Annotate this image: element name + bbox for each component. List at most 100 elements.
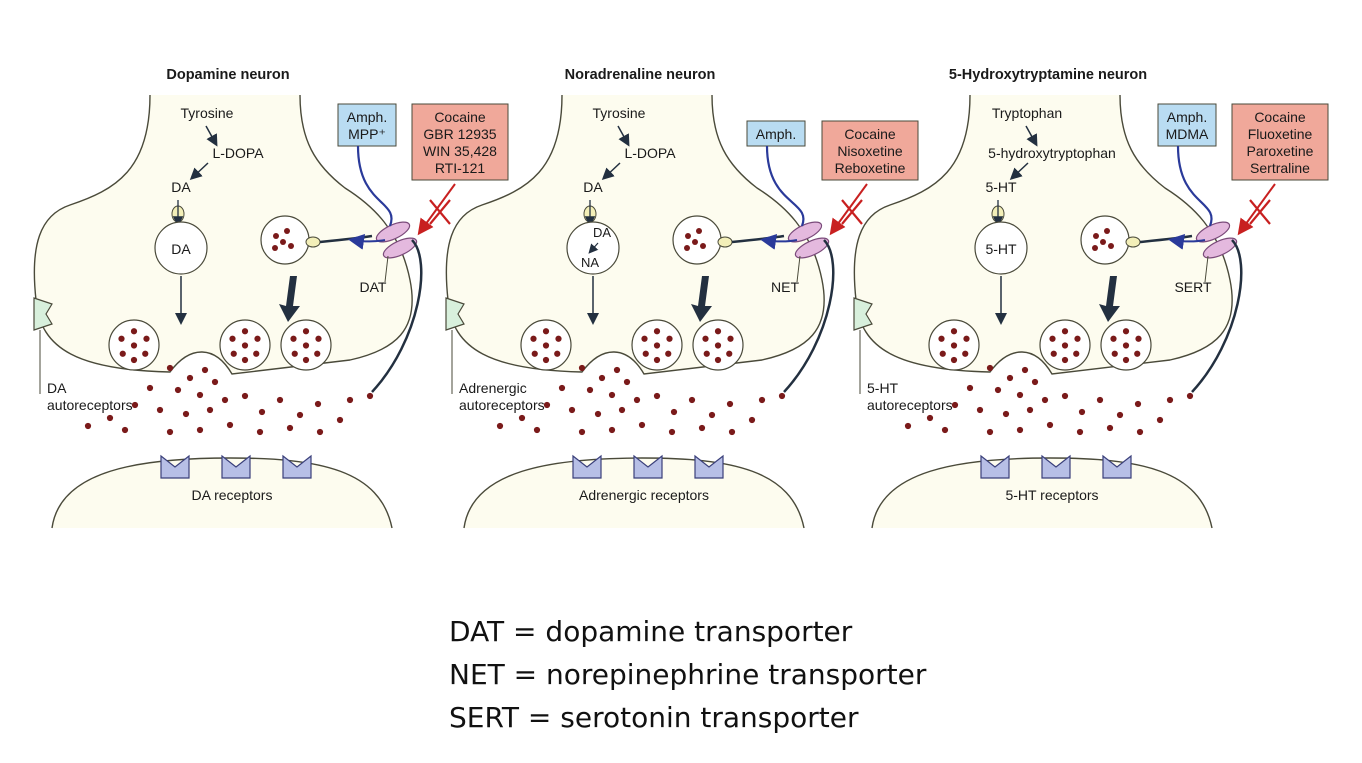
- released-transmitter-dot: [146, 384, 154, 392]
- released-transmitter-dot: [1041, 396, 1049, 404]
- released-transmitter-dot: [670, 408, 678, 416]
- transmitter-dot: [963, 335, 970, 342]
- transmitter-dot: [241, 342, 249, 349]
- transmitter-dot: [531, 350, 538, 357]
- released-transmitter-dot: [1166, 396, 1174, 404]
- blocker-label: Sertraline: [1250, 160, 1310, 176]
- transmitter-dot: [1104, 228, 1110, 234]
- released-transmitter-dot: [211, 378, 219, 386]
- released-transmitter-dot: [121, 426, 129, 434]
- transmitter-dot: [230, 350, 237, 357]
- transmitter-dot: [229, 335, 236, 342]
- precursor-label: Tryptophan: [992, 105, 1062, 121]
- released-transmitter-dot: [608, 391, 616, 399]
- released-transmitter-dot: [748, 416, 756, 424]
- released-transmitter-dot: [633, 396, 641, 404]
- released-transmitter-dot: [1016, 426, 1024, 434]
- released-transmitter-dot: [598, 374, 606, 382]
- released-transmitter-dot: [951, 401, 959, 409]
- transmitter-dot: [685, 233, 691, 239]
- vesicle-label: NA: [581, 255, 599, 270]
- transmitter-dot: [302, 356, 310, 364]
- transmitter-dot: [280, 239, 286, 245]
- presynaptic-terminal: [853, 94, 1233, 375]
- released-transmitter-dot: [638, 421, 646, 429]
- released-transmitter-dot: [296, 411, 304, 419]
- transmitter-dot: [1108, 243, 1114, 249]
- transmitter-dot: [130, 342, 138, 349]
- released-transmitter-dot: [578, 428, 586, 436]
- released-transmitter-dot: [518, 414, 526, 422]
- transmitter-dot: [291, 350, 298, 357]
- released-transmitter-dot: [976, 406, 984, 414]
- panel-3: 5-Hydroxytryptamine neuronTryptophan5-hy…: [853, 67, 1329, 529]
- transmitter-label: DA: [171, 179, 191, 195]
- transmitter-dot: [143, 335, 150, 342]
- autoreceptor-label: autoreceptors: [47, 397, 133, 413]
- postsynaptic-receptor: [1102, 454, 1132, 479]
- released-transmitter-dot: [256, 428, 264, 436]
- amphetamine-path: [1176, 145, 1213, 227]
- transmitter-dot: [1092, 245, 1098, 251]
- blocker-label: Nisoxetine: [837, 143, 903, 159]
- panel-title: Dopamine neuron: [166, 67, 289, 83]
- postsynaptic-receptor: [282, 454, 312, 479]
- transmitter-dot: [273, 233, 279, 239]
- released-transmitter-dot: [568, 406, 576, 414]
- released-transmitter-dot: [986, 428, 994, 436]
- released-transmitter-dot: [578, 364, 586, 372]
- transmitter-dot: [1073, 350, 1080, 357]
- blocker-label: Reboxetine: [835, 160, 906, 176]
- transporter-subunit: [794, 237, 830, 259]
- synthesis-arrow: [617, 125, 630, 147]
- transmitter-dot: [727, 335, 734, 342]
- released-transmitter-dot: [1046, 421, 1054, 429]
- released-transmitter-dot: [904, 422, 912, 430]
- block-cross: [841, 199, 863, 225]
- vesicle-label: 5-HT: [985, 241, 1017, 257]
- released-transmitter-dot: [1156, 416, 1164, 424]
- released-transmitter-dot: [106, 414, 114, 422]
- transmitter-dot: [653, 328, 661, 335]
- transmitter-dot: [1061, 356, 1069, 364]
- transmitter-dot: [666, 335, 673, 342]
- released-transmitter-dot: [496, 422, 504, 430]
- blocker-label: GBR 12935: [423, 126, 496, 142]
- postsynaptic-receptor: [160, 454, 190, 479]
- autoreceptor: [445, 297, 465, 331]
- postsynaptic-receptor: [633, 454, 663, 479]
- transmitter-dot: [1134, 350, 1141, 357]
- released-transmitter-dot: [698, 424, 706, 432]
- intermediate-label: L-DOPA: [624, 145, 676, 161]
- released-transmitter-dot: [1078, 408, 1086, 416]
- vesicular-carrier: [717, 236, 733, 248]
- synthesis-arrow: [1009, 162, 1029, 181]
- transmitter-dot: [939, 350, 946, 357]
- released-transmitter-dot: [594, 410, 602, 418]
- released-transmitter-dot: [608, 426, 616, 434]
- released-transmitter-dot: [174, 386, 182, 394]
- transmitter-dot: [130, 328, 138, 335]
- transmitter-dot: [696, 228, 702, 234]
- released-transmitter-dot: [206, 406, 214, 414]
- transmitter-dot: [302, 342, 310, 349]
- transporter-leader: [1204, 255, 1209, 283]
- autoreceptor-label: DA: [47, 380, 67, 396]
- transmitter-dot: [950, 342, 958, 349]
- receptor-label: DA receptors: [192, 487, 273, 503]
- autoreceptor-label: Adrenergic: [459, 380, 527, 396]
- block-cross: [429, 199, 451, 225]
- receptor-label: Adrenergic receptors: [579, 487, 709, 503]
- released-transmitter-dot: [1006, 374, 1014, 382]
- transporter-label: DAT: [360, 279, 387, 295]
- released-transmitter-dot: [778, 392, 786, 400]
- released-transmitter-dot: [366, 392, 374, 400]
- transmitter-dot: [1111, 350, 1118, 357]
- transmitter-label: DA: [583, 179, 603, 195]
- released-transmitter-dot: [726, 400, 734, 408]
- blocker-box: [821, 120, 919, 181]
- vesicle-label: DA: [171, 241, 191, 257]
- intermediate-label: L-DOPA: [212, 145, 264, 161]
- transmitter-dot: [950, 328, 958, 335]
- transmitter-dot: [288, 243, 294, 249]
